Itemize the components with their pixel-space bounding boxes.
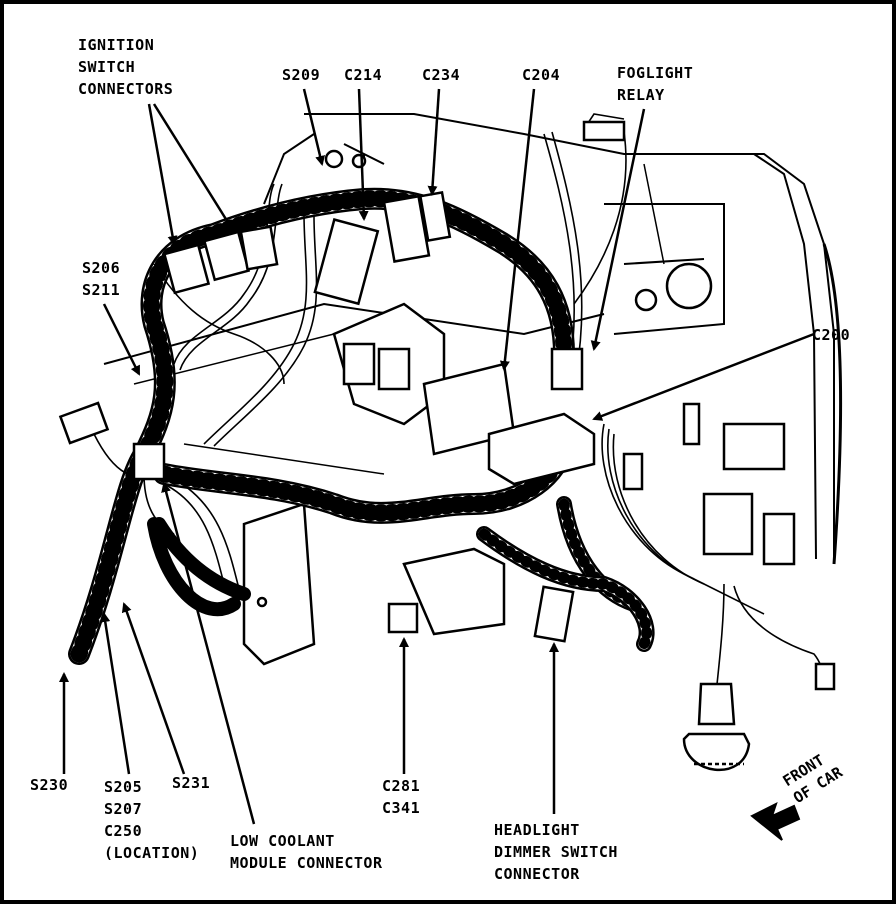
connectors — [58, 120, 836, 772]
label-c281-c341: C281 C341 — [382, 775, 420, 819]
label-line: CONNECTORS — [78, 80, 174, 98]
label-headlight-dimmer-switch-connector: HEADLIGHT DIMMER SWITCH CONNECTOR — [494, 819, 618, 885]
label-line: IGNITION — [78, 36, 155, 54]
label-line: S205 — [104, 778, 143, 796]
label-s209: S209 — [282, 66, 321, 84]
label-line: C250 — [104, 822, 143, 840]
steering-column — [242, 302, 446, 666]
label-ignition-switch-connectors: IGNITION SWITCH CONNECTORS — [78, 34, 173, 100]
label-line: MODULE CONNECTOR — [230, 854, 383, 872]
label-c200: C200 — [812, 326, 851, 344]
label-line: S207 — [104, 800, 143, 818]
label-line: DIMMER SWITCH — [494, 843, 618, 861]
label-foglight-relay: FOGLIGHT RELAY — [617, 62, 693, 106]
label-line: RELAY — [617, 86, 665, 104]
label-line: C281 — [382, 777, 421, 795]
label-line: S206 — [82, 259, 121, 277]
label-line: LOW COOLANT — [230, 832, 335, 850]
label-c234: C234 — [422, 66, 461, 84]
label-c214: C214 — [344, 66, 383, 84]
dashboard-outline — [103, 113, 843, 565]
leader-arrows — [59, 88, 815, 825]
front-of-car-arrow — [750, 802, 801, 841]
label-s231: S231 — [172, 774, 211, 792]
label-s230: S230 — [30, 776, 69, 794]
label-line: FOGLIGHT — [617, 64, 694, 82]
label-line: (LOCATION) — [104, 844, 200, 862]
label-line: C341 — [382, 799, 421, 817]
label-s206-s211: S206 S211 — [82, 257, 120, 301]
label-c204: C204 — [522, 66, 561, 84]
label-low-coolant-module-connector: LOW COOLANT MODULE CONNECTOR — [230, 830, 383, 874]
label-s205-s207-c250: S205 S207 C250 (LOCATION) — [104, 776, 199, 864]
label-line: SWITCH — [78, 58, 136, 76]
label-line: HEADLIGHT — [494, 821, 580, 839]
label-line: CONNECTOR — [494, 865, 580, 883]
label-line: S211 — [82, 281, 121, 299]
harness-illustration — [58, 88, 843, 841]
